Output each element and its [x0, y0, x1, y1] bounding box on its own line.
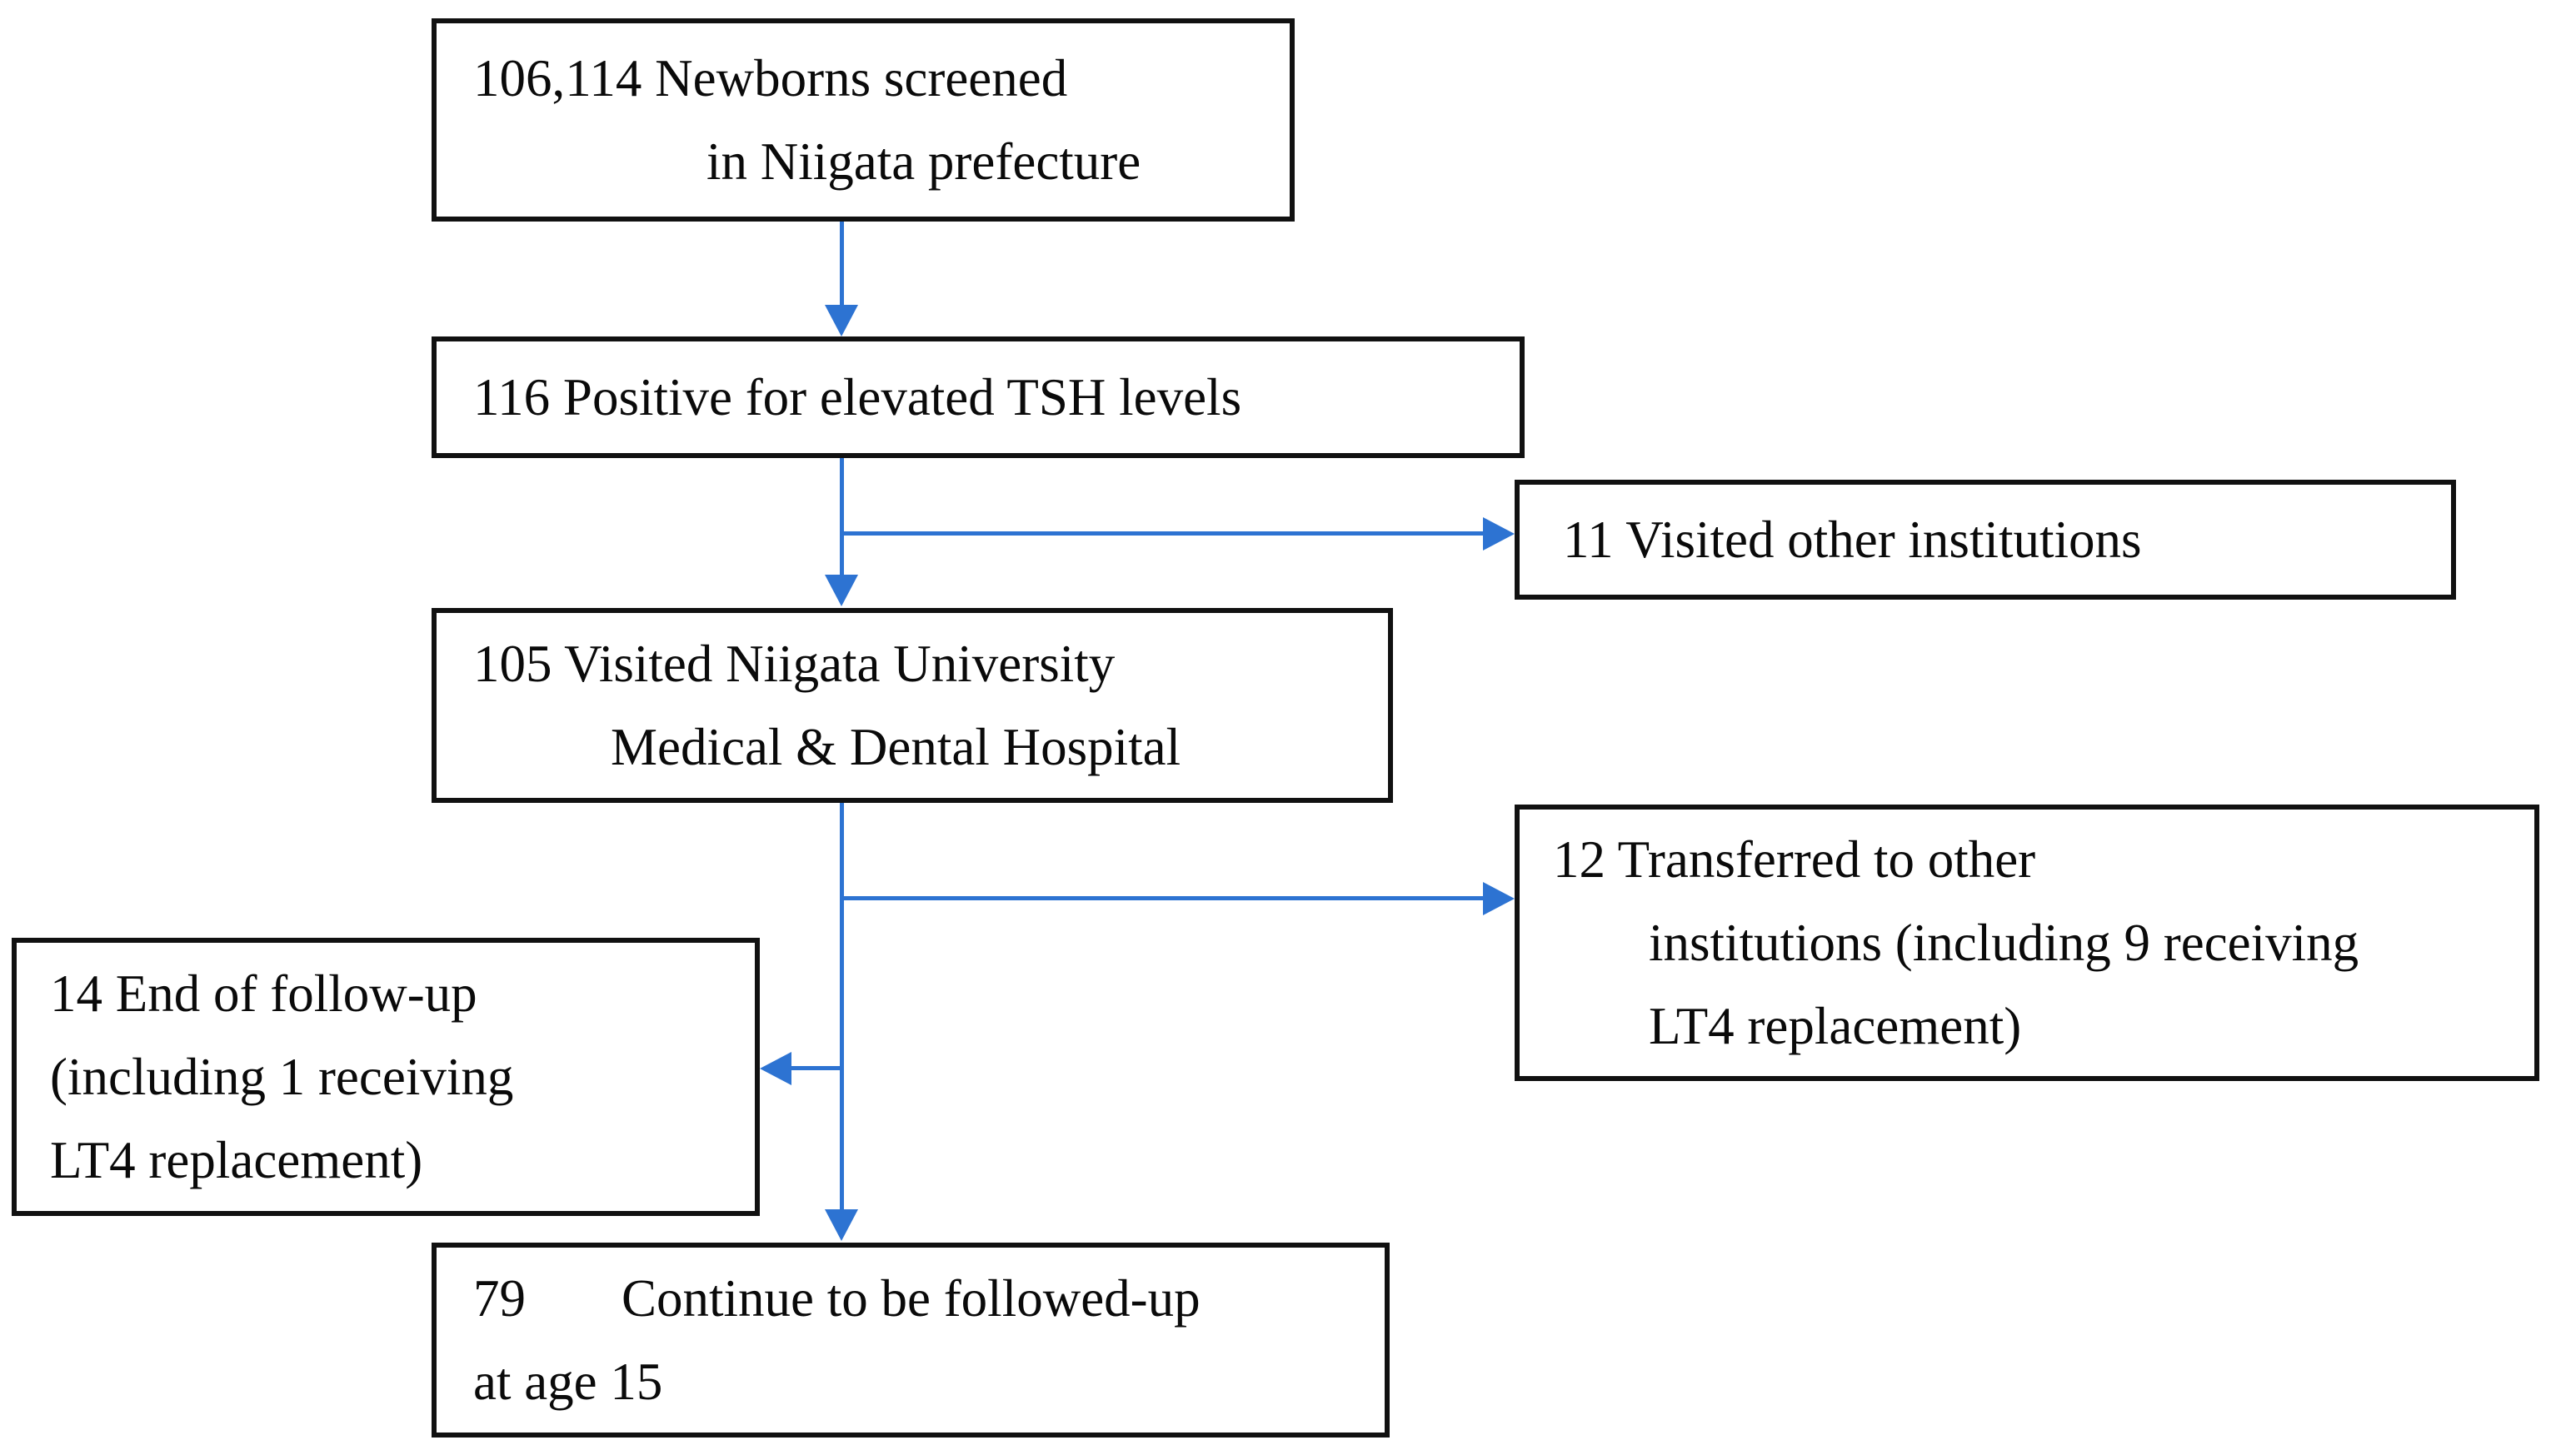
node-continue-followup-line1: 79 Continue to be followed-up: [473, 1257, 1370, 1340]
node-visited-other-institutions-line1: 11 Visited other institutions: [1563, 511, 2142, 569]
node-transferred-other: 12 Transferred to other institutions (in…: [1515, 805, 2539, 1081]
connector-hospital-to-continue: [840, 803, 844, 1211]
node-continue-followup-text: Continue to be followed-up: [622, 1269, 1201, 1328]
node-continue-followup-count: 79: [473, 1269, 526, 1328]
node-positive-tsh: 116 Positive for elevated TSH levels: [432, 336, 1525, 458]
arrowhead-left-icon: [760, 1052, 791, 1085]
node-positive-tsh-line1: 116 Positive for elevated TSH levels: [473, 368, 1242, 426]
connector-hospital-to-transferred: [841, 896, 1485, 900]
node-visited-other-institutions: 11 Visited other institutions: [1515, 480, 2456, 600]
arrowhead-down-icon: [825, 1209, 858, 1241]
node-transferred-other-line2: institutions (including 9 receiving: [1649, 914, 2359, 972]
node-newborns-screened-line2: in Niigata prefecture: [706, 132, 1141, 191]
connector-hospital-to-end-followup: [790, 1066, 841, 1070]
node-continue-followup-line2: at age 15: [473, 1353, 663, 1411]
connector-screened-to-positive: [840, 222, 844, 306]
arrowhead-down-icon: [825, 575, 858, 606]
node-end-followup-line2: (including 1 receiving: [50, 1048, 514, 1106]
node-continue-followup: 79 Continue to be followed-up at age 15: [432, 1243, 1390, 1438]
node-newborns-screened-line1: 106,114 Newborns screened: [473, 49, 1068, 107]
node-end-followup-line3: LT4 replacement): [50, 1131, 423, 1189]
arrowhead-right-icon: [1483, 882, 1515, 915]
arrowhead-right-icon: [1483, 517, 1515, 551]
node-end-followup: 14 End of follow-up (including 1 receivi…: [12, 938, 760, 1216]
connector-positive-to-hospital: [840, 458, 844, 576]
node-niigata-hospital-line1: 105 Visited Niigata University: [473, 635, 1116, 693]
connector-positive-to-visited-other: [841, 531, 1485, 536]
node-end-followup-line1: 14 End of follow-up: [50, 964, 477, 1023]
node-transferred-other-line3: LT4 replacement): [1649, 997, 2022, 1055]
node-niigata-hospital: 105 Visited Niigata University Medical &…: [432, 608, 1393, 803]
node-transferred-other-line1: 12 Transferred to other: [1553, 830, 2036, 889]
node-niigata-hospital-line2: Medical & Dental Hospital: [611, 718, 1181, 776]
arrowhead-down-icon: [825, 305, 858, 336]
node-newborns-screened: 106,114 Newborns screened in Niigata pre…: [432, 18, 1295, 222]
